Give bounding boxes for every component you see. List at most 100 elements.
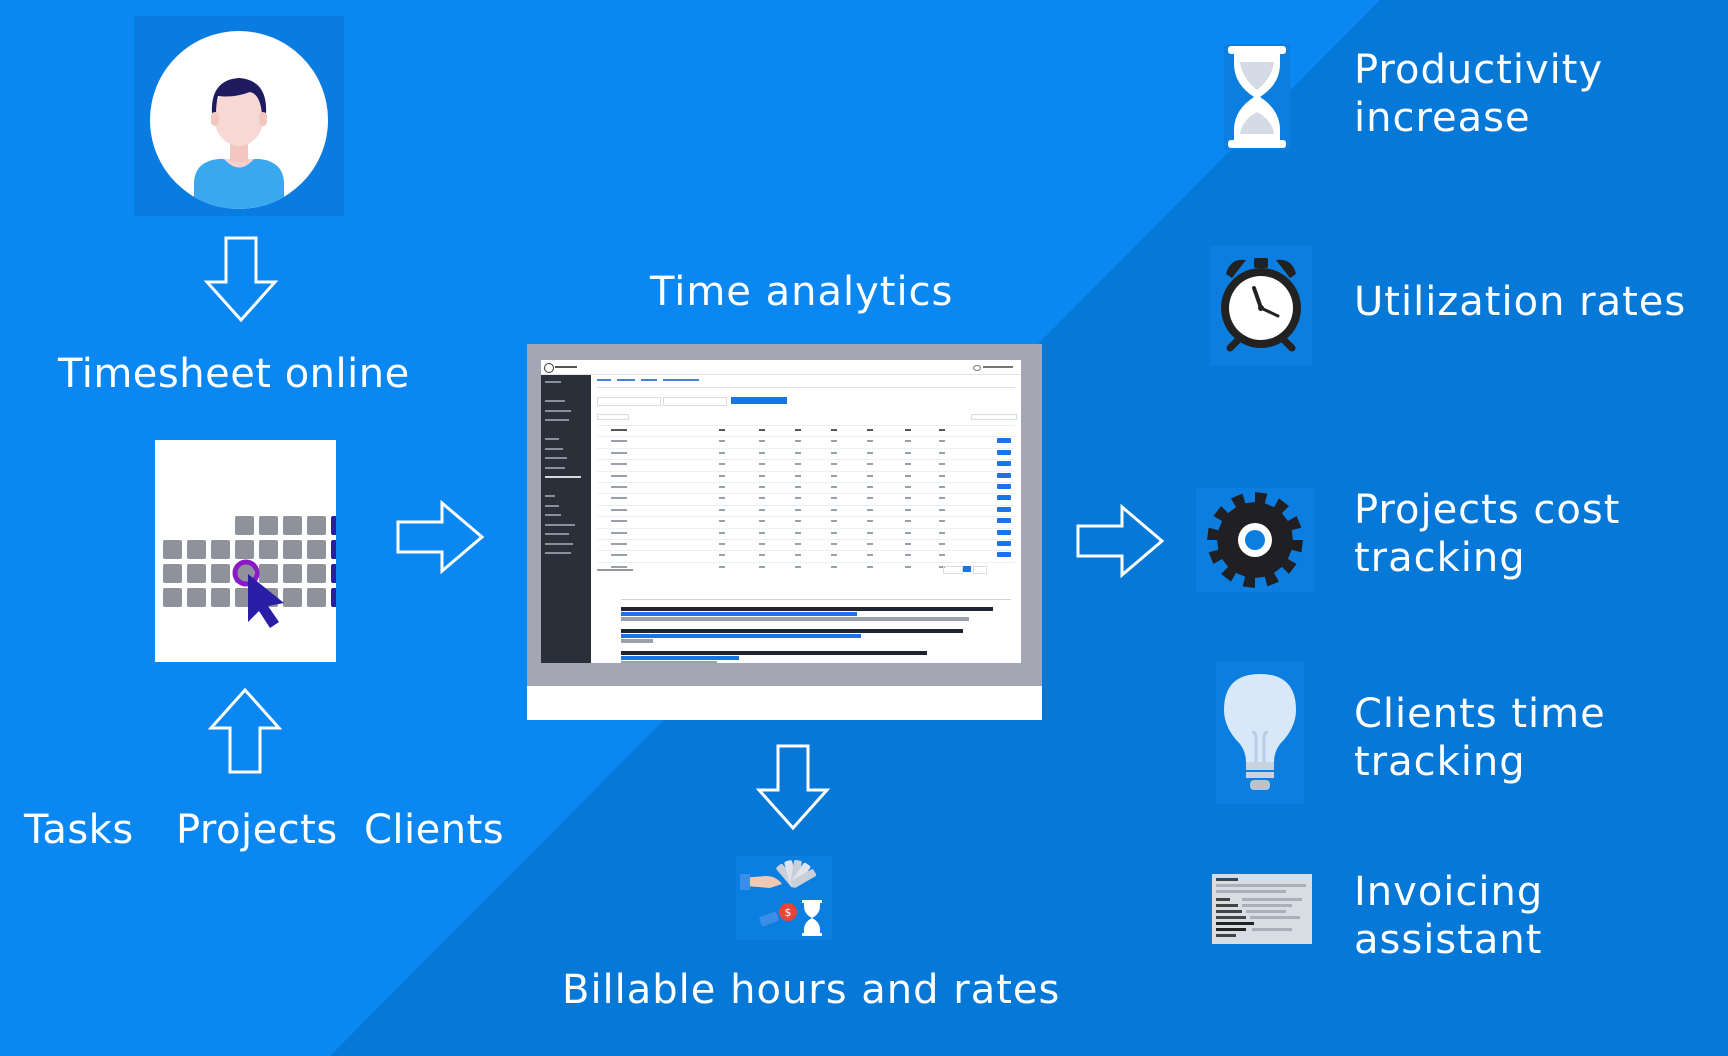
app-table-cell xyxy=(795,531,801,534)
app-table-cell xyxy=(611,486,627,488)
app-table-row xyxy=(597,539,1015,540)
app-table-cell xyxy=(905,520,911,523)
app-sidebar-item xyxy=(545,409,571,412)
screenshot-border xyxy=(527,344,1042,686)
app-settings-icon xyxy=(973,365,981,371)
app-table-cell xyxy=(867,497,873,500)
app-user-mark xyxy=(983,366,1013,368)
app-logo-icon xyxy=(544,363,554,373)
calendar-day-cell xyxy=(211,564,230,583)
lightbulb-tile xyxy=(1216,662,1304,804)
money-hourglass-icon: $ xyxy=(740,859,822,936)
app-table-cell xyxy=(611,440,627,443)
app-sidebar-item xyxy=(545,514,561,516)
time-analytics-title: Time analytics xyxy=(650,269,954,315)
app-table-cell xyxy=(611,474,627,477)
app-table-cell xyxy=(939,565,945,568)
down-arrow-icon xyxy=(204,236,278,323)
app-table-cell xyxy=(939,543,945,545)
app-table-cell xyxy=(831,543,837,545)
calendar-day-cell xyxy=(163,564,182,583)
invoice-line xyxy=(1242,904,1292,907)
app-table-cell xyxy=(867,543,873,545)
money-hourglass-tile: $ xyxy=(736,856,832,940)
app-sidebar-item xyxy=(545,504,559,507)
calendar-day-cell xyxy=(331,516,350,535)
app-sidebar-item xyxy=(545,457,567,459)
invoice-line xyxy=(1216,928,1246,931)
app-table-row xyxy=(597,482,1015,483)
time-analytics-app-screenshot xyxy=(527,344,1042,720)
app-table-cell xyxy=(905,543,911,545)
app-table-row xyxy=(597,459,1015,461)
app-table-detail-button xyxy=(997,529,1011,535)
app-table-cell xyxy=(759,565,765,568)
calendar-day-cell xyxy=(307,516,326,535)
app-table-cell xyxy=(939,508,945,511)
app-table-cell xyxy=(611,531,627,534)
click-ring-icon xyxy=(232,559,260,587)
app-chart-bar xyxy=(621,651,927,655)
app-table-cell xyxy=(905,531,911,534)
calendar-click-icon xyxy=(163,516,350,628)
calendar-day-cell xyxy=(259,540,278,559)
app-table-cell xyxy=(831,440,837,443)
app-table-cell xyxy=(759,429,765,431)
app-pager-next xyxy=(973,566,987,574)
app-table-detail-button xyxy=(997,495,1011,501)
app-table-cell xyxy=(719,543,725,545)
app-table-cell xyxy=(831,520,837,523)
app-filter-button xyxy=(731,397,787,404)
calendar-day-cell xyxy=(235,540,254,559)
app-pager-prev xyxy=(943,566,963,574)
app-sidebar-item xyxy=(545,533,569,535)
app-table-cell xyxy=(719,565,725,568)
calendar-tile xyxy=(155,440,350,662)
app-table-detail-button xyxy=(997,518,1011,524)
lightbulb-icon xyxy=(1224,674,1296,790)
app-table-cell xyxy=(759,554,765,557)
invoice-line xyxy=(1242,898,1302,901)
app-table-cell xyxy=(759,440,765,443)
app-table-row xyxy=(597,493,1015,495)
app-table-cell xyxy=(795,440,801,443)
app-table-cell xyxy=(759,486,765,488)
app-table-cell xyxy=(939,451,945,454)
benefit-utilization-label: Utilization rates xyxy=(1354,279,1687,325)
app-table-cell xyxy=(939,474,945,477)
app-header xyxy=(541,360,1021,375)
app-table-cell xyxy=(939,429,945,431)
app-table-cell xyxy=(759,497,765,500)
app-table-cell xyxy=(795,429,801,431)
app-table-row xyxy=(597,436,1015,438)
invoice-line xyxy=(1216,890,1286,893)
app-table-cell xyxy=(719,474,725,477)
app-sidebar-item xyxy=(545,447,563,450)
app-sidebar-item xyxy=(545,400,565,402)
app-table-cell xyxy=(759,531,765,534)
app-pager-current xyxy=(963,566,971,572)
calendar-day-cell xyxy=(259,516,278,535)
app-table-cell xyxy=(759,508,765,511)
app-table-cell xyxy=(611,520,627,523)
app-table-cell xyxy=(831,554,837,557)
app-date-start xyxy=(597,397,661,406)
app-table-cell xyxy=(867,440,873,443)
hourglass-tile xyxy=(1224,44,1290,150)
app-table-detail-button xyxy=(997,438,1011,444)
app-table-cell xyxy=(905,497,911,500)
app-table-cell xyxy=(831,531,837,534)
calendar-day-cell xyxy=(163,540,182,559)
app-table-cell xyxy=(905,429,911,431)
invoice-line xyxy=(1216,898,1230,901)
calendar-day-cell xyxy=(259,564,278,583)
calendar-day-cell xyxy=(331,588,350,607)
app-table-cell xyxy=(831,429,837,431)
gear-icon xyxy=(1207,492,1303,588)
app-chart-bar xyxy=(621,617,969,621)
app-table-cell xyxy=(867,429,873,431)
app-main xyxy=(591,375,1021,663)
app-table-cell xyxy=(759,520,765,523)
timesheet-label: Timesheet online xyxy=(58,351,410,397)
app-table-cell xyxy=(831,463,837,466)
